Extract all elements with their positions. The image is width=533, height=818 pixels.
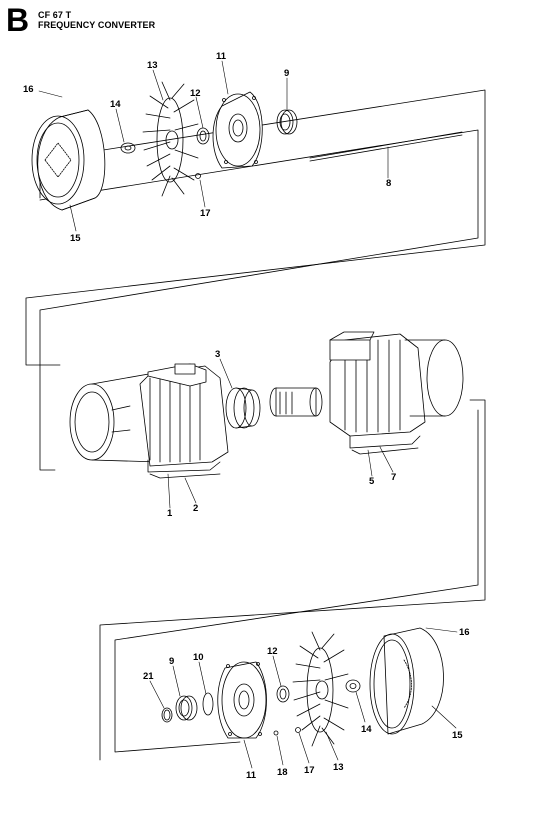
- bearing-ring-12-bottom: [276, 685, 290, 703]
- label-13-bottom: 13: [333, 762, 344, 773]
- label-15-bottom: 15: [452, 730, 463, 741]
- label-15-top: 15: [70, 233, 81, 244]
- coupling-3: [225, 387, 261, 429]
- label-8: 8: [386, 178, 391, 189]
- label-1: 1: [167, 508, 173, 519]
- motor-left: [69, 363, 229, 479]
- diagram-title: FREQUENCY CONVERTER: [38, 20, 156, 30]
- bearing-9-top: [276, 109, 298, 135]
- leader-lines: [38, 60, 458, 769]
- fan-cover-bottom: [369, 627, 444, 735]
- label-7: 7: [391, 472, 396, 483]
- label-13-top: 13: [147, 60, 158, 71]
- label-11-top: 11: [216, 51, 227, 62]
- label-17-top: 17: [200, 208, 211, 219]
- seal-ring-21: [161, 707, 173, 723]
- label-10: 10: [193, 652, 204, 663]
- label-14-bottom: 14: [361, 724, 372, 735]
- label-12-top: 12: [190, 88, 201, 99]
- fan-impeller-bottom: [292, 631, 349, 747]
- part-number-labels: 16 14 13 12 11 9 8 17 15 3 1 2 5 7 21 9 …: [23, 51, 470, 781]
- bearing-ring-12-top: [196, 127, 210, 145]
- label-21: 21: [143, 671, 154, 682]
- label-2: 2: [193, 503, 198, 514]
- label-3: 3: [215, 349, 220, 360]
- circlip-10: [202, 692, 214, 716]
- label-11-bottom: 11: [246, 770, 257, 781]
- end-shield-bottom: [217, 661, 267, 739]
- label-16-top: 16: [23, 84, 34, 95]
- fan-clip-top: [120, 142, 136, 154]
- motor-right: [329, 331, 464, 455]
- label-5: 5: [369, 476, 375, 487]
- screws-18-17-bottom: [273, 727, 301, 736]
- model-name: CF 67 T: [38, 10, 72, 20]
- shaft-coupling-middle: [269, 387, 323, 417]
- end-shield-top: [212, 91, 263, 169]
- screw-17-top: [195, 173, 201, 179]
- label-14-top: 14: [110, 99, 121, 110]
- label-18: 18: [277, 767, 288, 778]
- fan-clip-bottom: [345, 679, 361, 693]
- fan-impeller-top: [142, 81, 199, 197]
- tie-rod-8: [309, 131, 463, 162]
- label-9-bottom: 9: [169, 656, 174, 667]
- label-12-bottom: 12: [267, 646, 278, 657]
- bearing-9-bottom: [175, 695, 198, 721]
- fan-cover-top: [31, 109, 106, 211]
- label-17-bottom: 17: [304, 765, 315, 776]
- label-9-top: 9: [284, 68, 289, 79]
- label-16-bottom: 16: [459, 627, 470, 638]
- section-letter: B: [6, 2, 30, 38]
